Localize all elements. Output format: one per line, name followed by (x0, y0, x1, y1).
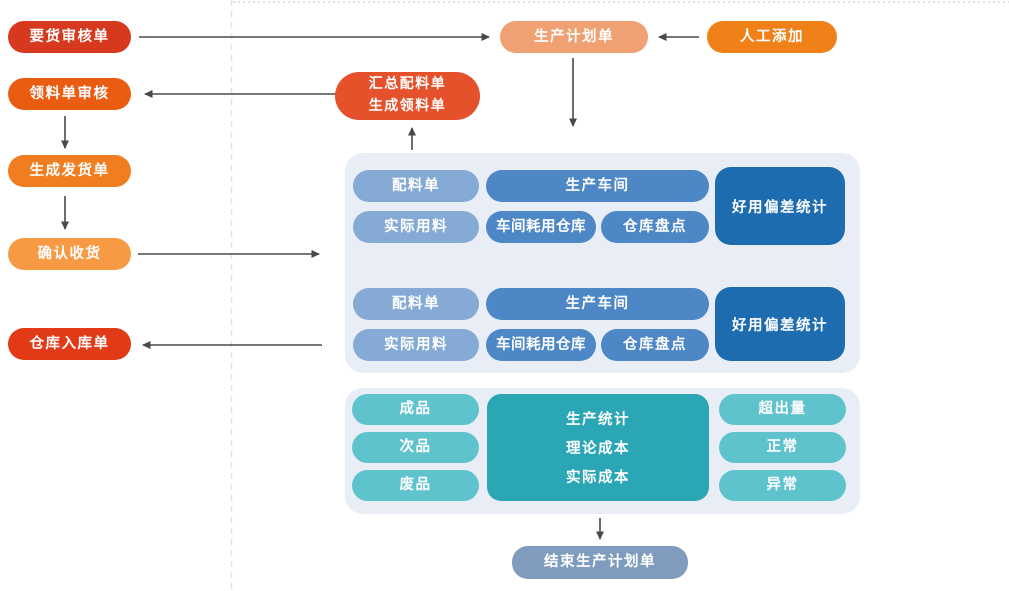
node-finished-goods: 成品 (352, 394, 479, 425)
block-deviation-stats-2: 好用偏差统计 (715, 287, 845, 361)
node-pick-review: 领料单审核 (8, 78, 131, 110)
node-summary-batching: 汇总配料单 生成领料单 (335, 72, 480, 120)
node-abnormal: 异常 (719, 470, 846, 501)
block-deviation-stats-1: 好用偏差统计 (715, 167, 845, 245)
node-workshop-1: 生产车间 (486, 170, 709, 202)
node-manual-add: 人工添加 (707, 21, 837, 53)
node-batch-list-1: 配料单 (353, 170, 479, 202)
stats-line-actual-cost: 实际成本 (566, 470, 630, 486)
stats-line-theoretical-cost: 理论成本 (566, 441, 630, 457)
node-create-dispatch: 生成发货单 (8, 155, 131, 187)
node-demand-review: 要货审核单 (8, 21, 131, 53)
node-excess-amount: 超出量 (719, 394, 846, 425)
node-normal: 正常 (719, 432, 846, 463)
node-scrap-goods: 废品 (352, 470, 479, 501)
node-inventory-check-2: 仓库盘点 (601, 329, 709, 361)
node-inventory-check-1: 仓库盘点 (601, 211, 709, 243)
node-warehouse-in: 仓库入库单 (8, 328, 131, 360)
node-workshop-2: 生产车间 (486, 288, 709, 320)
node-production-plan: 生产计划单 (500, 21, 648, 53)
summary-line1: 汇总配料单 (368, 76, 447, 93)
node-end-production-plan: 结束生产计划单 (512, 546, 688, 579)
node-defective-goods: 次品 (352, 432, 479, 463)
node-actual-usage-1: 实际用料 (353, 211, 479, 243)
node-confirm-receipt: 确认收货 (8, 238, 131, 270)
stats-line-production: 生产统计 (566, 412, 630, 428)
block-production-statistics: 生产统计 理论成本 实际成本 (487, 394, 709, 501)
node-consume-warehouse-1: 车间耗用仓库 (486, 211, 596, 243)
node-actual-usage-2: 实际用料 (353, 329, 479, 361)
summary-line2: 生成领料单 (368, 98, 447, 114)
node-batch-list-2: 配料单 (353, 288, 479, 320)
node-consume-warehouse-2: 车间耗用仓库 (486, 329, 596, 361)
